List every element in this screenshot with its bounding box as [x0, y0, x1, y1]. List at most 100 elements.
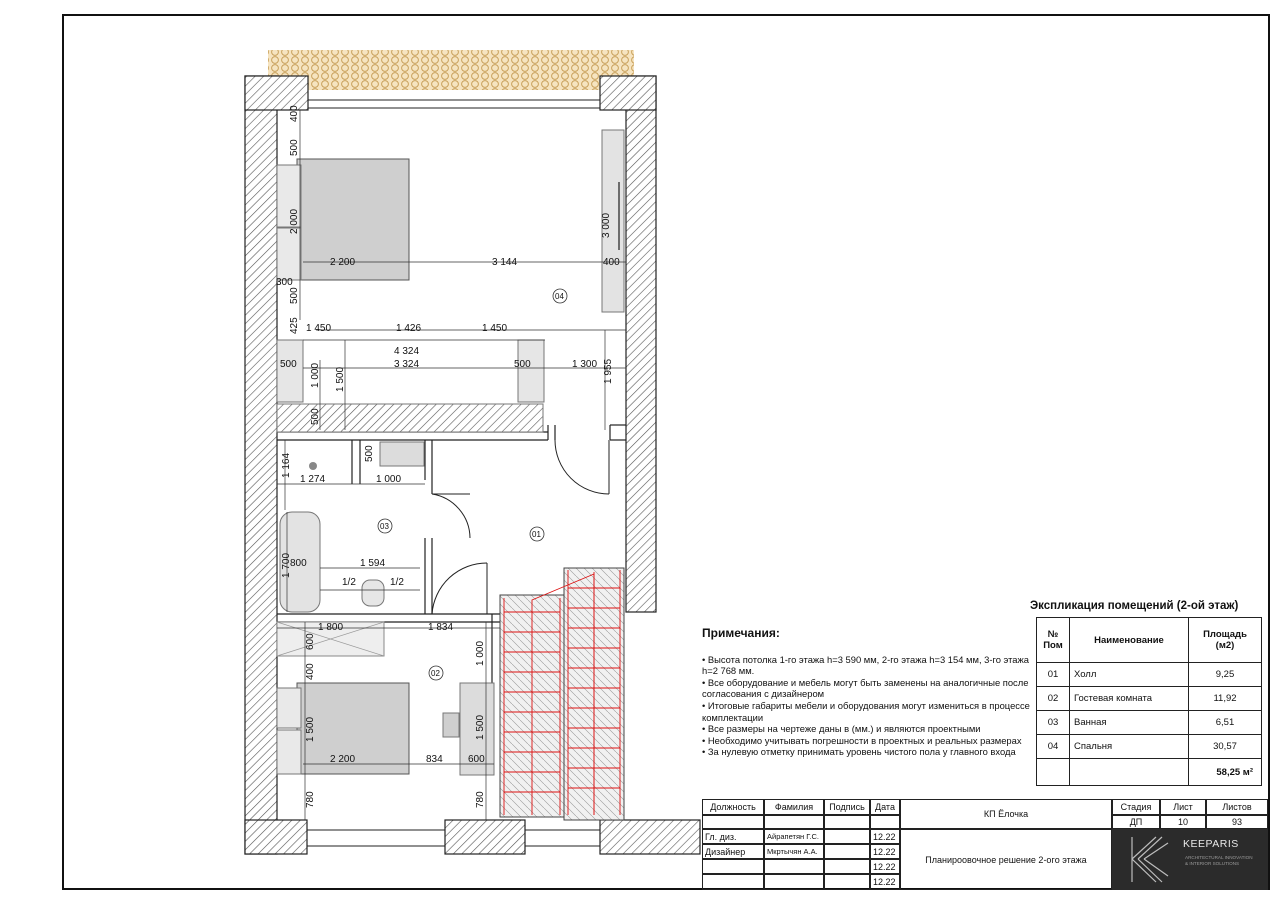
dimension-label: 300 — [276, 277, 293, 288]
project-name: КП Ёлочка — [900, 799, 1112, 829]
dimension-label: 3 324 — [394, 359, 419, 370]
dimension-label: 1 450 — [482, 323, 507, 334]
room-name: Холл — [1069, 662, 1189, 687]
sheets-value: 93 — [1206, 815, 1268, 829]
dimension-label: 1 955 — [603, 359, 614, 384]
dimension-label: 1 500 — [335, 367, 346, 392]
dimension-label: 500 — [289, 139, 300, 156]
table-row: 04 Спальня 30,57 — [1036, 734, 1262, 759]
chair — [442, 712, 460, 738]
dimension-label: 1 500 — [475, 715, 486, 740]
column-header-num: № Пом — [1036, 617, 1070, 663]
cabinet — [276, 339, 304, 403]
room-tag: 02 — [431, 669, 440, 678]
explication-title: Экспликация помещений (2-ой этаж) — [1030, 600, 1239, 612]
sheet-value: 10 — [1160, 815, 1206, 829]
dimension-label: 1 000 — [376, 474, 401, 485]
header-sheet: Лист — [1160, 799, 1206, 815]
header-sheets: Листов — [1206, 799, 1268, 815]
header-date: Дата — [870, 799, 900, 815]
dimension-labels: 400 500 2 000 2 200 3 144 3 000 400 300 … — [276, 105, 620, 808]
dimension-label: 2 000 — [289, 209, 300, 234]
dimension-label: 3 144 — [492, 257, 517, 268]
staircase — [499, 567, 625, 821]
dimension-label: 4 324 — [394, 346, 419, 357]
room-number: 03 — [1036, 710, 1070, 735]
dimension-label: 1 594 — [360, 558, 385, 569]
drawing-sheet-frame — [62, 14, 1270, 890]
total-area: 58,25 м² — [1188, 758, 1262, 786]
company-tagline: ARCHITECTURAL INNOVATION & INTERIOR SOLU… — [1185, 855, 1253, 866]
column-header-name: Наименование — [1069, 617, 1189, 663]
dimension-label: 600 — [468, 754, 485, 765]
windows — [307, 99, 600, 847]
date-value: 12.22 — [870, 844, 900, 859]
dimension-label: 1 426 — [396, 323, 421, 334]
room-number: 04 — [1036, 734, 1070, 759]
bed-bedroom — [296, 158, 410, 281]
room-number: 02 — [1036, 686, 1070, 711]
dimension-label: 500 — [364, 445, 375, 462]
person-name: Айрапетян Г.С. — [764, 829, 824, 844]
table-total-row: 58,25 м² — [1036, 758, 1262, 786]
stage-value: ДП — [1112, 815, 1160, 829]
room-area: 9,25 — [1188, 662, 1262, 687]
room-area: 30,57 — [1188, 734, 1262, 759]
dimension-lines — [277, 110, 626, 820]
toilet — [361, 579, 385, 607]
dimension-label: 400 — [603, 257, 620, 268]
dimension-label: 1 000 — [475, 641, 486, 666]
nightstand — [276, 687, 302, 729]
dimension-label: 780 — [305, 791, 316, 808]
person-name: Мкртычян А.А. — [764, 844, 824, 859]
header-signature: Подпись — [824, 799, 870, 815]
role: Дизайнер — [702, 844, 764, 859]
dimension-label: 400 — [305, 663, 316, 680]
column-header-area: Площадь (м2) — [1188, 617, 1262, 663]
room-tags: 04 03 01 02 — [377, 288, 568, 681]
dimension-label: 1 300 — [572, 359, 597, 370]
dimension-label: 1 700 — [281, 553, 292, 578]
notes-title: Примечания: — [702, 626, 780, 640]
company-name: KEEPARIS — [1183, 838, 1239, 850]
explication-table: № Пом Наименование Площадь (м2) 01 Холл … — [1036, 617, 1262, 786]
desk — [459, 682, 495, 776]
note-item: Все оборудование и мебель могут быть зам… — [702, 677, 1032, 700]
dimension-label: 500 — [280, 359, 297, 370]
date-value: 12.22 — [870, 859, 900, 874]
dimension-label: 500 — [310, 408, 321, 425]
nightstand — [276, 227, 302, 281]
room-tag: 01 — [532, 530, 541, 539]
notes-section: Примечания: Высота потолка 1-го этажа h=… — [702, 626, 1032, 758]
dimension-label: 1 164 — [281, 453, 292, 478]
company-logo — [1112, 829, 1268, 890]
room-area: 6,51 — [1188, 710, 1262, 735]
dressing-shelf — [276, 403, 544, 433]
dimension-label: 2 200 — [330, 257, 355, 268]
table-row: 03 Ванная 6,51 — [1036, 710, 1262, 735]
dimension-label: 1/2 — [342, 577, 356, 588]
header-surname: Фамилия — [764, 799, 824, 815]
cabinet — [517, 339, 545, 403]
room-name: Спальня — [1069, 734, 1189, 759]
wardrobe — [601, 129, 625, 313]
dimension-label: 425 — [289, 317, 300, 334]
date-value: 12.22 — [870, 829, 900, 844]
dimension-label: 800 — [290, 558, 307, 569]
dimension-label: 1/2 — [390, 577, 404, 588]
dimension-label: 500 — [289, 287, 300, 304]
sink — [379, 441, 425, 467]
dimension-label: 2 200 — [330, 754, 355, 765]
dimension-label: 600 — [305, 633, 316, 650]
exterior-walls — [244, 75, 701, 855]
shower-drain — [309, 462, 317, 470]
dimension-label: 500 — [514, 359, 531, 370]
dimension-label: 1 500 — [305, 717, 316, 742]
title-block: Должность Фамилия Подпись Дата КП Ёлочка… — [702, 799, 1268, 890]
dimension-label: 400 — [289, 105, 300, 122]
bathtub — [279, 511, 321, 613]
terrace-paving — [268, 50, 634, 90]
header-stage: Стадия — [1112, 799, 1160, 815]
room-tag: 03 — [380, 522, 389, 531]
